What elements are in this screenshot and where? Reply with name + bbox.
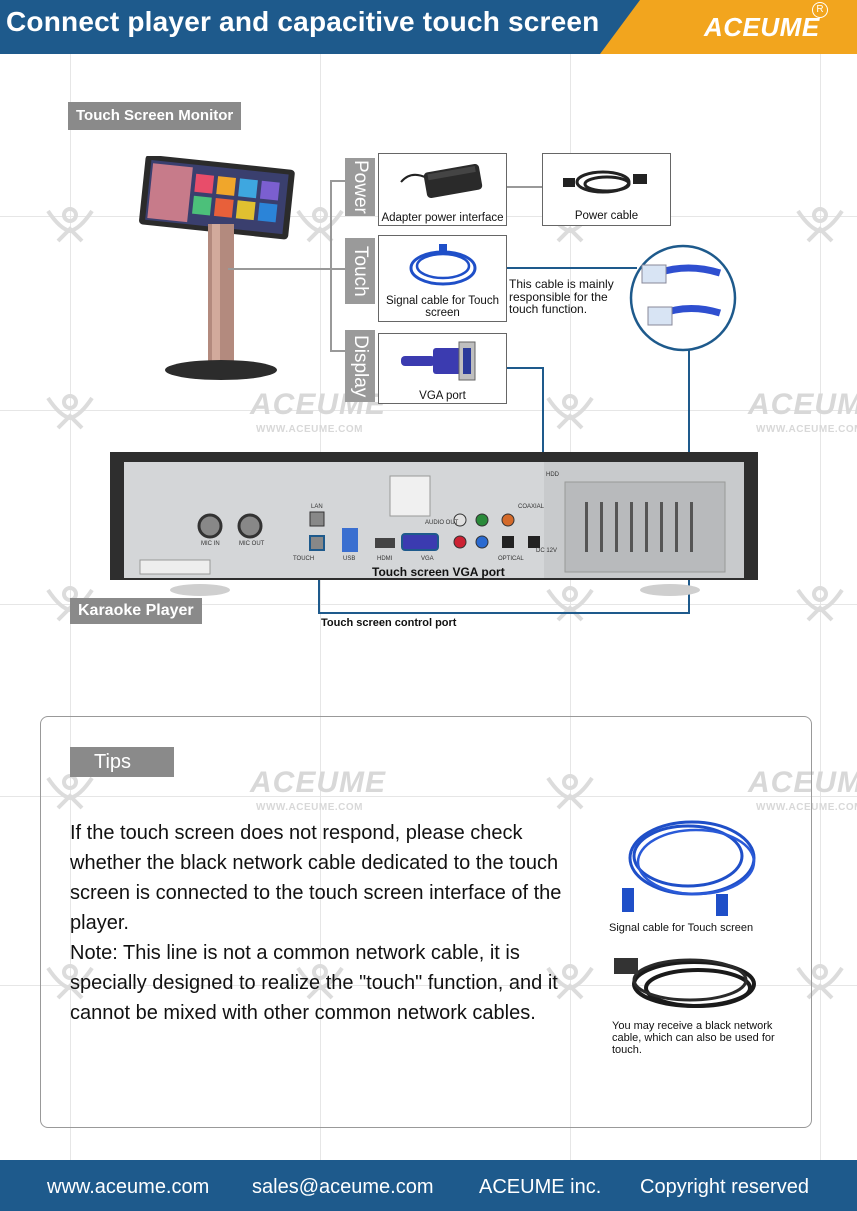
rj45-connector-zoom-image [629,244,737,352]
port-label-usb: USB [343,556,356,562]
control-port-callout: Touch screen control port [321,617,457,629]
tips-label: Tips [70,747,174,777]
adapter-caption: Adapter power interface [381,212,504,224]
port-label-coaxial: COAXIAL [518,504,545,510]
registered-mark: R [812,2,828,18]
tips-paragraph: If the touch screen does not respond, pl… [70,822,562,934]
tips-text: If the touch screen does not respond, pl… [70,818,570,1028]
signal-cable-icon [409,244,477,286]
port-label-hdmi: HDMI [377,556,393,562]
blue-signal-cable-image [622,820,756,916]
power-cable-caption: Power cable [574,210,639,222]
black-network-cable-image [614,958,756,1008]
port-label-mic-out: MIC OUT [239,541,265,547]
port-label-hdd: HDD [546,472,559,478]
adapter-box: Adapter power interface [378,153,507,226]
adapter-icon [400,163,483,199]
port-label-touch: TOUCH [293,556,315,562]
signal-cable-image-caption: Signal cable for Touch screen [609,922,754,934]
connector-line [330,180,346,182]
tab-touch: Touch [345,238,375,304]
signal-cable-caption: Signal cable for Touch screen [386,295,499,319]
grid-line [320,54,321,1160]
watermark-url: WWW.ACEUME.COM [756,802,857,813]
connector-line [330,180,332,350]
watermark-url: WWW.ACEUME.COM [756,424,857,435]
connector-line [506,186,542,188]
port-label-dc: DC 12V [536,548,558,554]
black-cable-image-caption: You may receive a black network cable, w… [612,1020,775,1056]
footer-bar: www.aceume.com sales@aceume.com ACEUME i… [0,1160,857,1211]
watermark-text: ACEUME [748,766,857,799]
vga-port-caption: VGA port [419,390,466,402]
tips-note: Note: This line is not a common network … [70,942,558,1024]
watermark-url: WWW.ACEUME.COM [256,424,363,435]
port-label-audio-out: AUDIO OUT [425,520,459,526]
power-cable-box: Power cable [542,153,671,226]
grid-line [0,410,857,411]
tab-display: Display [345,330,375,402]
vga-port-box: VGA port [378,333,507,404]
player-label: Karaoke Player [70,598,202,624]
connector-line [330,350,346,352]
footer-company: ACEUME inc. [479,1176,602,1198]
vga-port-callout: Touch screen VGA port [372,565,505,579]
power-cable-icon [563,170,647,194]
connector-line [330,268,346,270]
brand-logo: ACEUME [704,12,820,42]
watermark-text: ACEUME [748,388,857,421]
monitor-label: Touch Screen Monitor [68,102,242,130]
watermark-text: ACEUME [250,766,387,799]
footer-website[interactable]: www.aceume.com [47,1176,210,1198]
cable-note: This cable is mainly responsible for the… [509,277,614,316]
tips-panel [40,716,812,1128]
touch-screen-monitor-image [139,156,295,380]
vga-line [507,367,543,369]
touch-cable-line [507,267,637,269]
port-label-lan: LAN [311,504,323,510]
touch-cable-line [318,612,690,614]
tab-power: Power [345,158,375,216]
port-label-optical: OPTICAL [498,556,524,562]
port-label-mic-in: MIC IN [201,541,220,547]
footer-copyright: Copyright reserved [640,1176,809,1198]
connector-line [228,268,330,270]
footer-email[interactable]: sales@aceume.com [252,1176,434,1198]
grid-line [0,604,857,605]
karaoke-player-image [110,452,758,596]
port-label-vga: VGA [421,556,434,562]
grid-line [0,985,857,986]
signal-cable-box: Signal cable for Touch screen [378,235,507,322]
vga-connector-icon [401,341,476,381]
grid-line [0,796,857,797]
watermark-url: WWW.ACEUME.COM [256,802,363,813]
page-title: Connect player and capacitive touch scre… [6,6,600,37]
